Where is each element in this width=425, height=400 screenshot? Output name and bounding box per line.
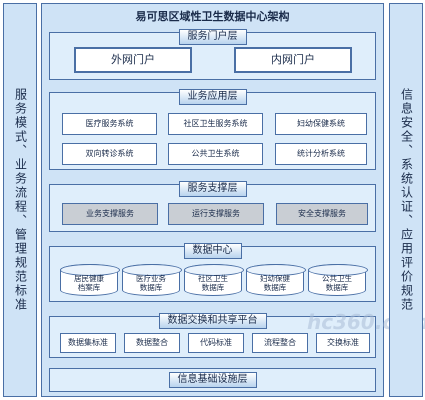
maternal-child-db: 妇幼保健 数据库 xyxy=(246,264,306,296)
maternal-child-db-label: 妇幼保健 数据库 xyxy=(260,274,290,292)
community-health-db: 社区卫生 数据库 xyxy=(184,264,244,296)
operation-support-box: 运行支撑服务 xyxy=(168,203,264,225)
data-center-layer: 数据中心 居民健康 档案库 医疗业务 数据库 社区卫生 数据库 妇幼保健 数据库… xyxy=(49,243,376,302)
internal-portal-box: 内网门户 xyxy=(234,47,352,73)
infra-layer: 信息基础设施层 xyxy=(49,368,376,392)
security-support-box: 安全支撑服务 xyxy=(276,203,368,225)
support-layer-title: 服务支撑层 xyxy=(178,181,247,197)
infra-layer-title: 信息基础设施层 xyxy=(168,372,257,388)
left-sidebar-text: 服务模式、业务流程、管理规范标准 xyxy=(13,88,28,312)
portal-layer: 服务门户层 外网门户 内网门户 xyxy=(49,29,376,80)
architecture-panel: 易可思区域性卫生数据中心架构 服务门户层 外网门户 内网门户 业务应用层 医疗服… xyxy=(41,3,425,397)
resident-health-db-label: 居民健康 档案库 xyxy=(74,274,104,292)
diagram-title: 易可思区域性卫生数据中心架构 xyxy=(135,10,290,23)
left-sidebar: 服务模式、业务流程、管理规范标准 xyxy=(3,3,37,397)
exchange-layer-title: 数据交换和共享平台 xyxy=(158,313,267,329)
data-integration-box: 数据整合 xyxy=(124,333,180,353)
exchange-standard-box: 交换标准 xyxy=(316,333,370,353)
external-portal-box: 外网门户 xyxy=(74,47,192,73)
support-layer: 服务支撑层 业务支撑服务 运行支撑服务 安全支撑服务 xyxy=(49,181,376,232)
app-layer: 业务应用层 医疗服务系统 社区卫生服务系统 妇幼保健系统 双向转诊系统 公共卫生… xyxy=(49,89,376,170)
data-center-title: 数据中心 xyxy=(183,243,242,259)
medical-business-db-label: 医疗业务 数据库 xyxy=(136,274,166,292)
process-integration-box: 流程整合 xyxy=(252,333,308,353)
dataset-standard-box: 数据集标准 xyxy=(60,333,116,353)
community-health-system-box: 社区卫生服务系统 xyxy=(168,113,263,135)
right-sidebar-text: 信息安全、系统认证、应用评价规范 xyxy=(399,88,414,312)
exchange-layer: 数据交换和共享平台 数据集标准 数据整合 代码标准 流程整合 交换标准 xyxy=(49,313,376,358)
code-standard-box: 代码标准 xyxy=(188,333,244,353)
medical-service-system-box: 医疗服务系统 xyxy=(62,113,157,135)
statistics-system-box: 统计分析系统 xyxy=(275,143,367,165)
business-support-box: 业务支撑服务 xyxy=(62,203,158,225)
app-layer-title: 业务应用层 xyxy=(178,89,247,105)
portal-layer-title: 服务门户层 xyxy=(178,29,247,45)
medical-business-db: 医疗业务 数据库 xyxy=(122,264,182,296)
maternal-child-system-box: 妇幼保健系统 xyxy=(275,113,367,135)
resident-health-db: 居民健康 档案库 xyxy=(60,264,120,296)
public-health-system-box: 公共卫生系统 xyxy=(168,143,263,165)
right-sidebar: 信息安全、系统认证、应用评价规范 xyxy=(389,3,423,397)
public-health-db: 公共卫生 数据库 xyxy=(308,264,368,296)
public-health-db-label: 公共卫生 数据库 xyxy=(322,274,352,292)
community-health-db-label: 社区卫生 数据库 xyxy=(198,274,228,292)
referral-system-box: 双向转诊系统 xyxy=(62,143,157,165)
